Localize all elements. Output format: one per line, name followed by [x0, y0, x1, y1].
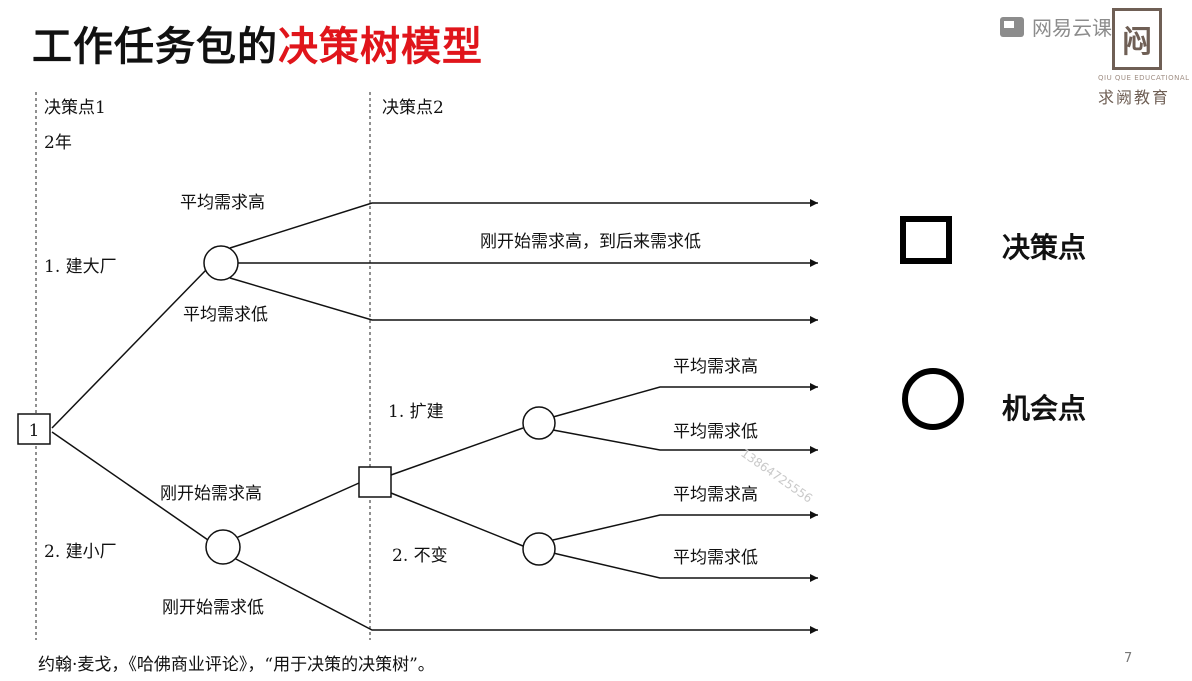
option-build-large: 1. 建大厂	[44, 257, 117, 277]
period-label: 2年	[44, 133, 72, 153]
chance-node-large	[203, 245, 239, 281]
decision1-label: 决策点1	[44, 98, 106, 118]
branch-large-low	[229, 277, 818, 324]
brand-logo: 网易云课堂 闷 QIU QUE EDUCATIONAL 求阙教育	[1000, 8, 1190, 108]
decision-node-2	[358, 466, 392, 498]
title-highlight: 决策树模型	[278, 24, 483, 70]
root-node-label: 1	[29, 421, 40, 441]
option-build-small: 2. 建小厂	[44, 542, 117, 562]
root-decision-node	[17, 413, 51, 445]
brand-english: QIU QUE EDUCATIONAL	[1098, 74, 1190, 82]
decision2-label: 决策点2	[382, 98, 444, 118]
branch-unchanged-low	[552, 552, 818, 582]
page-number: 7	[1124, 651, 1133, 666]
title-prefix: 工作任务包的	[32, 24, 278, 70]
option-unchanged: 2. 不变	[392, 546, 448, 566]
seal-logo: 闷	[1112, 8, 1162, 70]
branch-small-low	[233, 557, 818, 634]
footer-citation: 约翰·麦戈，《哈佛商业评论》，“用于决策的决策树”。	[38, 655, 435, 675]
branch-expand	[390, 427, 524, 476]
legend-decision-point: 决策点	[1002, 231, 1086, 264]
label-avg-demand-low: 平均需求低	[183, 305, 268, 325]
chat-bubble-icon	[1000, 16, 1024, 37]
chance-node-expand	[522, 406, 556, 440]
label-initial-demand-high: 刚开始需求高	[160, 484, 262, 504]
label-initial-demand-low: 刚开始需求低	[162, 598, 264, 618]
chance-node-unchanged	[522, 532, 556, 566]
branch-expand-low	[552, 429, 818, 454]
label-high-then-low: 刚开始需求高，到后来需求低	[480, 232, 701, 252]
branch-expand-high	[552, 383, 818, 418]
label-unchanged-low: 平均需求低	[673, 548, 758, 568]
legend-circle-icon	[902, 368, 964, 430]
branch-unchanged	[390, 492, 524, 547]
branch-large-high	[229, 199, 818, 249]
label-avg-demand-high: 平均需求高	[180, 193, 265, 213]
brand-chinese: 求阙教育	[1098, 88, 1171, 107]
label-unchanged-high: 平均需求高	[673, 485, 758, 505]
branch-root-large	[51, 269, 207, 429]
legend-square-icon	[900, 216, 952, 264]
label-expand-high: 平均需求高	[673, 357, 758, 377]
option-expand: 1. 扩建	[388, 402, 444, 422]
page-title: 工作任务包的决策树模型	[32, 14, 483, 72]
label-expand-low: 平均需求低	[673, 422, 758, 442]
branch-unchanged-high	[552, 511, 818, 541]
legend-chance-point: 机会点	[1002, 392, 1086, 425]
branch-small-high	[235, 482, 360, 539]
chance-node-small	[205, 529, 241, 565]
branch-root-small	[51, 431, 209, 541]
